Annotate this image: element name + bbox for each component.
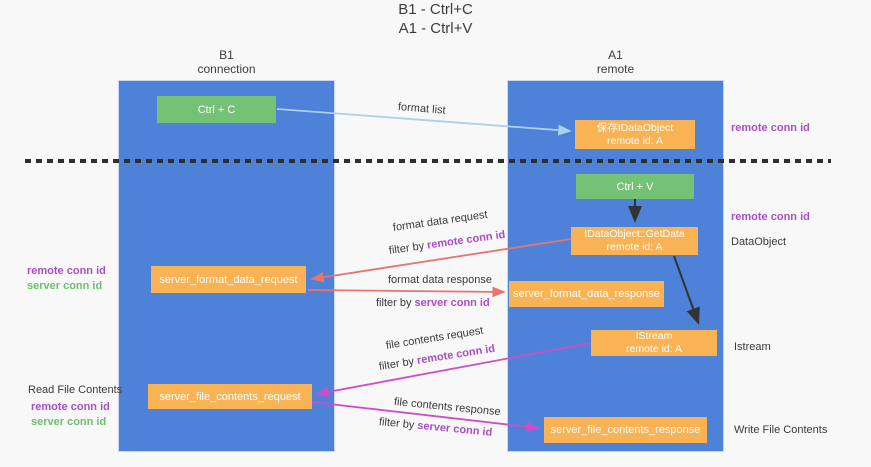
ctrl-v-label: Ctrl + V [616,180,654,193]
format-data-response-label: format data response [388,274,492,286]
arrow-format-data-response [307,286,506,298]
filter-by-prefix: filter by [378,355,418,373]
format-data-request-label: format data request [392,208,489,234]
getdata-node: IDataObject::GetData remote id: A [571,227,698,255]
getdata-line2: remote id: A [606,241,663,253]
istream-line1: IStream [635,330,673,342]
ctrl-v-node: Ctrl + V [576,174,694,199]
server-file-contents-request-node: server_file_contents_request [148,384,312,409]
format-data-response-filter-label: filter by server conn id [376,297,490,309]
right-remote-conn-id-top-label: remote conn id [731,122,810,134]
server-format-data-response-node: server_format_data_response [509,281,664,307]
left-server-conn-id-bottom-label: server conn id [31,416,107,428]
ctrl-c-label: Ctrl + C [197,103,236,116]
server-file-contents-request-label: server_file_contents_request [159,390,301,403]
save-dataobject-node: 保存IDataObject remote id: A [575,120,695,149]
read-file-contents-label: Read File Contents [28,384,123,396]
title-line-1: B1 - Ctrl+C [398,1,473,18]
save-dataobject-line2: remote id: A [606,134,664,147]
lane-a1-role: remote [596,62,635,76]
phase-separator-dashed-line [25,159,831,163]
right-remote-conn-id-mid-label: remote conn id [731,211,810,223]
write-file-contents-label: Write File Contents [734,424,828,436]
format-list-label: format list [397,101,447,117]
left-remote-conn-id-mid-label: remote conn id [27,265,106,277]
server-format-data-request-node: server_format_data_request [151,266,306,293]
server-format-data-response-label: server_format_data_response [513,288,660,300]
istream-node: IStream remote id: A [591,330,717,356]
filter-by-prefix: filter by [388,239,428,257]
lane-b1-name: B1 [219,48,234,62]
format-data-request-filter-label: filter by remote conn id [388,229,506,257]
title-line-2: A1 - Ctrl+V [398,20,473,37]
file-contents-response-filter-label: filter by server conn id [378,416,492,439]
filter-by-prefix: filter by [376,297,415,309]
remote-conn-id-key: remote conn id [426,228,507,252]
remote-conn-id-key: remote conn id [416,342,496,367]
server-conn-id-key: server conn id [414,297,490,309]
getdata-line1: IDataObject::GetData [584,228,685,240]
lane-b1-role: connection [197,62,256,76]
diagram-title: B1 - Ctrl+C A1 - Ctrl+V [0,0,871,38]
server-file-contents-response-node: server_file_contents_response [544,417,707,443]
save-dataobject-line1: 保存IDataObject [596,121,674,134]
istream-line2: remote id: A [625,343,683,355]
istream-side-label: Istream [734,341,771,353]
dataobject-label: DataObject [731,236,787,248]
server-conn-id-key: server conn id [416,419,493,439]
lane-header-b1: B1 connection [118,48,335,76]
server-format-data-request-label: server_format_data_request [159,273,298,286]
file-contents-response-label: file contents response [393,396,502,419]
lane-a1-name: A1 [608,48,623,62]
left-server-conn-id-mid-label: server conn id [27,280,103,292]
ctrl-c-node: Ctrl + C [157,96,276,123]
filter-by-prefix: filter by [378,416,418,432]
lane-header-a1: A1 remote [507,48,724,76]
server-file-contents-response-label: server_file_contents_response [550,424,701,436]
left-remote-conn-id-bottom-label: remote conn id [31,401,110,413]
